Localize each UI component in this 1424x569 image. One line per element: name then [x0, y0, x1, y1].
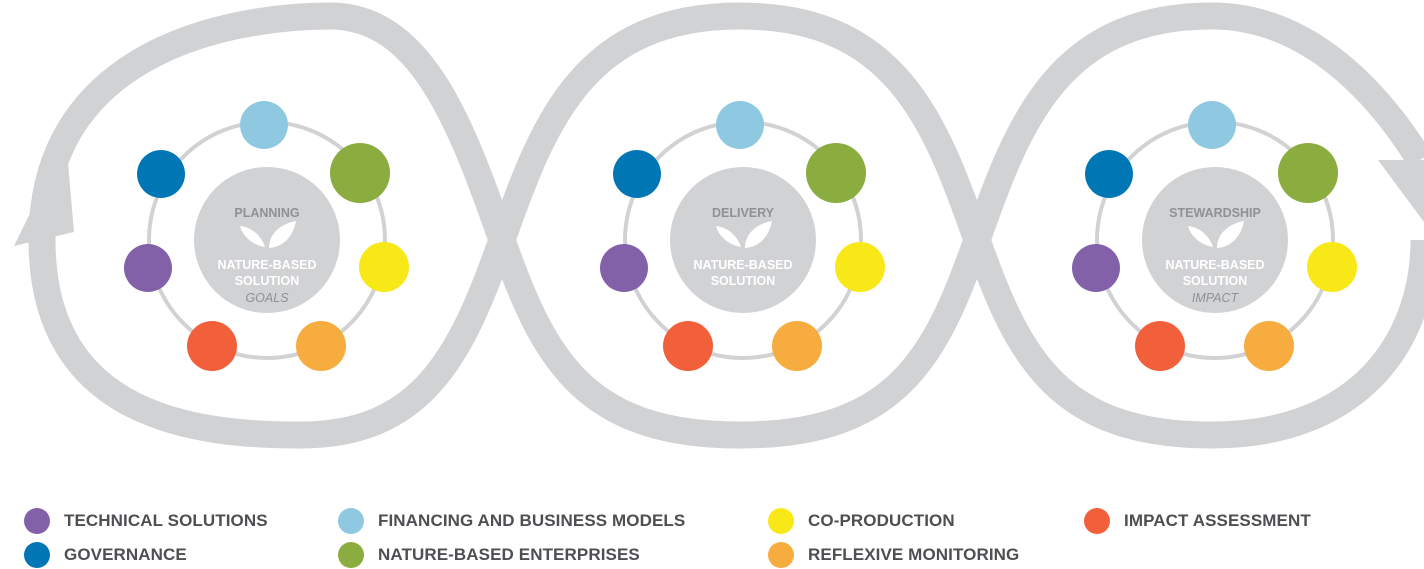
- node-financing: [1188, 101, 1236, 149]
- arrow-right-icon: [1378, 160, 1424, 222]
- hub-delivery: DELIVERY NATURE-BASED SOLUTION: [600, 101, 885, 371]
- node-monitoring: [772, 321, 822, 371]
- node-monitoring: [1244, 321, 1294, 371]
- hub-planning: PLANNING NATURE-BASED SOLUTION GOALS: [124, 101, 409, 371]
- node-financing: [716, 101, 764, 149]
- legend-label: NATURE-BASED ENTERPRISES: [378, 545, 640, 564]
- hub-title: STEWARDSHIP: [1169, 206, 1261, 220]
- node-enterprises: [1278, 143, 1338, 203]
- node-impact: [187, 321, 237, 371]
- legend-dot-monitoring: [768, 542, 794, 568]
- legend-dot-financing: [338, 508, 364, 534]
- legend-item-enterprises: NATURE-BASED ENTERPRISES: [338, 541, 640, 569]
- hub-subtitle: GOALS: [245, 291, 289, 305]
- legend-label: IMPACT ASSESSMENT: [1124, 511, 1311, 530]
- node-technical: [1072, 244, 1120, 292]
- node-technical: [124, 244, 172, 292]
- leaf-icon: [716, 221, 772, 248]
- leaf-icon: [1188, 221, 1244, 248]
- legend-label: FINANCING AND BUSINESS MODELS: [378, 511, 686, 530]
- legend-label: REFLEXIVE MONITORING: [808, 545, 1020, 564]
- hub-title: PLANNING: [234, 206, 299, 220]
- legend-item-governance: GOVERNANCE: [24, 541, 187, 569]
- hub-nbs-line2: SOLUTION: [1183, 274, 1248, 288]
- legend-label: TECHNICAL SOLUTIONS: [64, 511, 268, 530]
- node-coproduction: [359, 242, 409, 292]
- node-impact: [663, 321, 713, 371]
- node-governance: [137, 150, 185, 198]
- hub-center: [1142, 167, 1288, 313]
- hub-subtitle: IMPACT: [1192, 291, 1240, 305]
- legend-dot-governance: [24, 542, 50, 568]
- legend-label: CO-PRODUCTION: [808, 511, 955, 530]
- cycle-diagram: PLANNING NATURE-BASED SOLUTION GOALS DELIVER…: [14, 2, 1424, 449]
- legend-dot-impact: [1084, 508, 1110, 534]
- legend-item-coproduction: CO-PRODUCTION: [768, 507, 955, 535]
- hub-nbs-line2: SOLUTION: [711, 274, 776, 288]
- hub-nbs-line1: NATURE-BASED: [693, 258, 792, 272]
- leaf-icon: [240, 221, 296, 248]
- hub-nbs-line1: NATURE-BASED: [1165, 258, 1264, 272]
- hub-center: [194, 167, 340, 313]
- legend-dot-coproduction: [768, 508, 794, 534]
- node-governance: [1085, 150, 1133, 198]
- hub-center: [670, 167, 816, 313]
- node-impact: [1135, 321, 1185, 371]
- node-financing: [240, 101, 288, 149]
- node-coproduction: [1307, 242, 1357, 292]
- hub-title: DELIVERY: [712, 206, 775, 220]
- legend-label: GOVERNANCE: [64, 545, 187, 564]
- node-governance: [613, 150, 661, 198]
- node-technical: [600, 244, 648, 292]
- node-coproduction: [835, 242, 885, 292]
- legend-dot-enterprises: [338, 542, 364, 568]
- node-enterprises: [806, 143, 866, 203]
- node-enterprises: [330, 143, 390, 203]
- legend-item-technical-solutions: TECHNICAL SOLUTIONS: [24, 507, 268, 535]
- arrow-left-icon: [14, 140, 74, 246]
- hub-nbs-line1: NATURE-BASED: [217, 258, 316, 272]
- cycle-band: [28, 2, 1424, 449]
- legend-item-monitoring: REFLEXIVE MONITORING: [768, 541, 1019, 569]
- legend-item-impact-assessment: IMPACT ASSESSMENT: [1084, 507, 1311, 535]
- hub-nbs-line2: SOLUTION: [235, 274, 300, 288]
- legend-dot-technical: [24, 508, 50, 534]
- node-monitoring: [296, 321, 346, 371]
- hub-stewardship: STEWARDSHIP NATURE-BASED SOLUTION IMPACT: [1072, 101, 1357, 371]
- legend-item-financing: FINANCING AND BUSINESS MODELS: [338, 507, 685, 535]
